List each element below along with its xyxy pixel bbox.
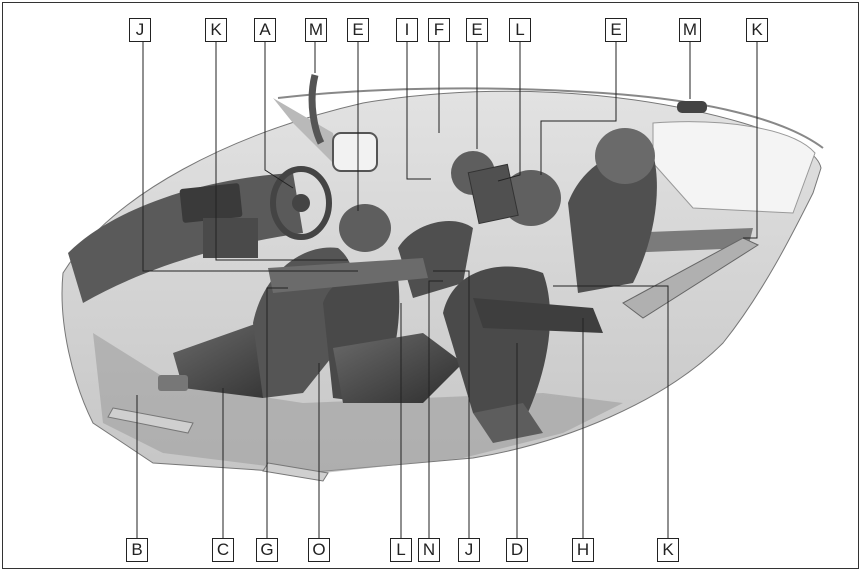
callout-label: K	[205, 18, 227, 42]
callout-label: F	[428, 18, 450, 42]
callout-label: E	[466, 18, 488, 42]
callout-label: M	[305, 18, 327, 42]
callout-label: N	[418, 538, 440, 562]
callout-label: G	[256, 538, 278, 562]
vehicle-interior-illustration	[3, 3, 860, 570]
callout-label: E	[347, 18, 369, 42]
callout-label: H	[572, 538, 594, 562]
callout-label: M	[679, 18, 701, 42]
side-mirror-window	[333, 133, 377, 171]
callout-label: D	[506, 538, 528, 562]
callout-label: E	[605, 18, 627, 42]
callout-label: J	[458, 538, 480, 562]
callout-label: O	[308, 538, 330, 562]
callout-label: K	[746, 18, 768, 42]
assist-grip-front	[312, 75, 321, 143]
callout-label: K	[657, 538, 679, 562]
callout-label: L	[509, 18, 531, 42]
callout-label: I	[396, 18, 418, 42]
callout-label: L	[390, 538, 412, 562]
callout-label: C	[212, 538, 234, 562]
third-row-headrest	[595, 128, 655, 184]
center-display	[179, 183, 242, 223]
center-console-panel	[203, 218, 258, 258]
power-seat-switch	[158, 375, 188, 391]
callout-label: B	[126, 538, 148, 562]
callout-label: A	[254, 18, 276, 42]
front-headrest	[339, 204, 391, 252]
callout-label: J	[129, 18, 151, 42]
assist-grip-rear	[677, 101, 707, 113]
